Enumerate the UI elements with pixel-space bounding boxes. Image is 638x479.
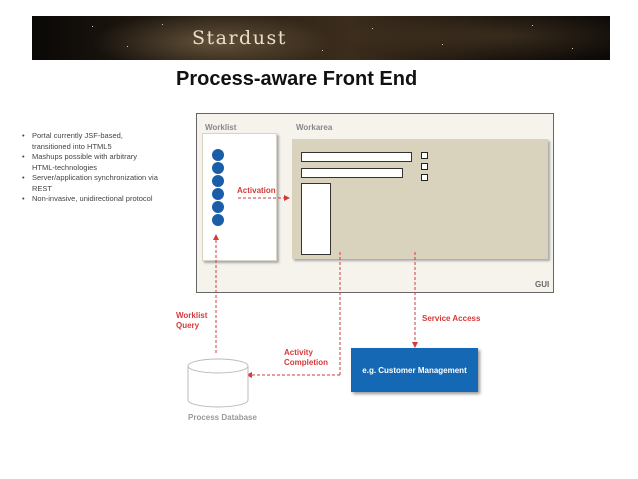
service-access-label: Service Access <box>422 314 481 323</box>
bullet-item: Non-invasive, unidirectional protocol <box>22 194 202 205</box>
customer-management-box: e.g. Customer Management <box>351 348 478 392</box>
arrowhead-icon <box>284 195 290 201</box>
arrowhead-icon <box>213 234 219 240</box>
form-textarea <box>301 183 331 255</box>
bullet-item: Portal currently JSF-based, transitioned… <box>22 131 150 152</box>
activity-completion-label: Activity Completion <box>284 348 328 367</box>
banner-glow <box>32 16 610 60</box>
slide-title: Process-aware Front End <box>176 68 418 90</box>
arrowhead-icon <box>412 342 418 348</box>
worklist-item-dot <box>212 214 224 226</box>
header-banner: Stardust <box>32 16 610 60</box>
bullet-item: Mashups possible with arbitrary HTML-tec… <box>22 152 157 173</box>
form-field <box>301 152 412 162</box>
worklist-item-dot <box>212 201 224 213</box>
checkbox-icon <box>421 163 428 170</box>
process-database-label: Process Database <box>188 413 257 422</box>
gui-label: GUI <box>535 280 550 289</box>
arrowhead-icon <box>246 372 252 378</box>
workarea-label: Workarea <box>296 123 333 132</box>
worklist-label: Worklist <box>205 123 237 132</box>
worklist-item-dot <box>212 175 224 187</box>
database-icon <box>187 358 249 408</box>
bullet-item: Server/application synchronization via R… <box>22 173 167 194</box>
worklist-query-label: Worklist Query <box>176 311 208 330</box>
activation-label: Activation <box>237 186 276 195</box>
form-field <box>301 168 403 178</box>
checkbox-icon <box>421 152 428 159</box>
worklist-item-dot <box>212 162 224 174</box>
worklist-item-dot <box>212 188 224 200</box>
stardust-logo: Stardust <box>192 27 287 49</box>
checkbox-icon <box>421 174 428 181</box>
worklist-item-dot <box>212 149 224 161</box>
bullet-list: Portal currently JSF-based, transitioned… <box>22 131 192 205</box>
